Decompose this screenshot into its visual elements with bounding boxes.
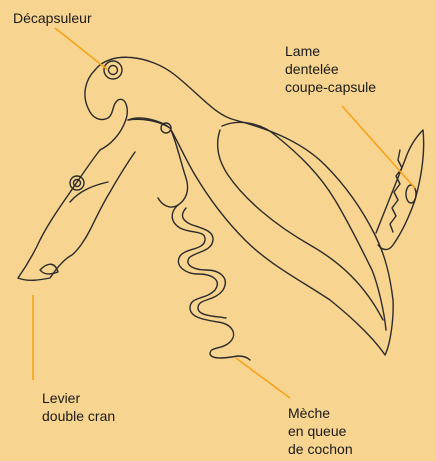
label-meche-line3: de cochon bbox=[288, 440, 353, 458]
serrated-blade bbox=[376, 130, 424, 250]
label-meche: Mèche en queue de cochon bbox=[288, 404, 353, 458]
label-lame-line3: coupe-capsule bbox=[285, 78, 376, 96]
pivot-plate bbox=[128, 118, 188, 207]
label-meche-line2: en queue bbox=[288, 422, 353, 440]
label-levier-line2: double cran bbox=[42, 407, 115, 425]
label-levier: Levier double cran bbox=[42, 389, 115, 425]
label-levier-line1: Levier bbox=[42, 389, 115, 407]
label-lame: Lame dentelée coupe-capsule bbox=[285, 42, 376, 96]
leader-decapsuleur bbox=[55, 28, 108, 70]
label-meche-line1: Mèche bbox=[288, 404, 353, 422]
handle-edge bbox=[218, 130, 383, 320]
leader-lame bbox=[342, 106, 415, 188]
label-lame-line1: Lame bbox=[285, 42, 376, 60]
handle-groove bbox=[222, 122, 386, 330]
label-lame-line2: dentelée bbox=[285, 60, 376, 78]
lever-arm bbox=[18, 150, 135, 280]
cap-lifter-outline bbox=[85, 70, 127, 150]
spiral-worm bbox=[172, 205, 250, 360]
cap-lifter-rivet bbox=[104, 61, 122, 79]
handle-body bbox=[95, 57, 393, 355]
leader-meche bbox=[236, 358, 290, 398]
label-decapsuleur: Décapsuleur bbox=[13, 9, 92, 27]
